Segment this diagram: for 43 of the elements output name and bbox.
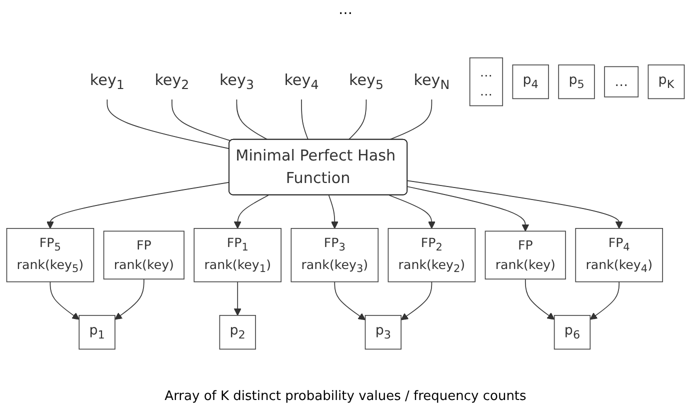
node-text: key$_{1}$ xyxy=(90,72,124,92)
caption: Array of K distinct probability values / frequency counts xyxy=(164,389,526,404)
connector xyxy=(388,99,432,140)
node-box: … xyxy=(604,66,639,98)
arrow xyxy=(328,194,338,229)
node-box: FP$_{2}$ rank(key$_{2}$) xyxy=(388,228,476,282)
connector xyxy=(348,99,367,140)
node-box: FP$_{1}$ rank(key$_{1}$) xyxy=(194,228,282,282)
node-text: key$_{5}$ xyxy=(348,72,384,92)
arrow xyxy=(46,182,230,229)
node-box: FP$_{4}$ rank(key$_{4}$) xyxy=(575,228,663,282)
node-box: p$_{6}$ xyxy=(554,314,591,350)
arrow xyxy=(388,194,436,229)
arrow xyxy=(407,186,530,232)
node-box: p$_{5}$ xyxy=(558,64,595,100)
arrow xyxy=(407,180,623,229)
node-box: p$_{4}$ xyxy=(512,64,549,100)
arrow xyxy=(590,281,620,320)
connector xyxy=(172,99,232,142)
node-box: FP$_{3}$ rank(key$_{3}$) xyxy=(290,228,379,282)
node-box: FP rank(key) xyxy=(103,230,184,280)
node-box: p$_{3}$ xyxy=(364,314,402,350)
node-box: … … xyxy=(469,57,504,106)
node-text: key$_{4}$ xyxy=(284,72,319,92)
arrow xyxy=(50,281,80,320)
connector xyxy=(106,99,230,150)
connector xyxy=(301,99,309,140)
node-box: FP rank(key) xyxy=(484,230,566,280)
connector xyxy=(236,99,268,140)
arrow xyxy=(114,278,144,320)
node-text: key$_{3}$ xyxy=(219,72,254,92)
arrow xyxy=(234,281,242,316)
node-text: key$_{2}$ xyxy=(154,72,190,92)
node-text: key$_{N}$ xyxy=(414,72,450,92)
node-box: p$_{K}$ xyxy=(648,64,685,100)
node-box: p$_{2}$ xyxy=(219,314,256,350)
ellipsis-text: … xyxy=(338,2,352,18)
arrow xyxy=(234,194,269,229)
node-box: FP$_{5}$ rank(key$_{5}$) xyxy=(6,228,94,282)
arrow xyxy=(400,281,432,320)
node-box: p$_{1}$ xyxy=(78,314,116,350)
arrow xyxy=(334,281,366,320)
arrow xyxy=(524,278,555,320)
